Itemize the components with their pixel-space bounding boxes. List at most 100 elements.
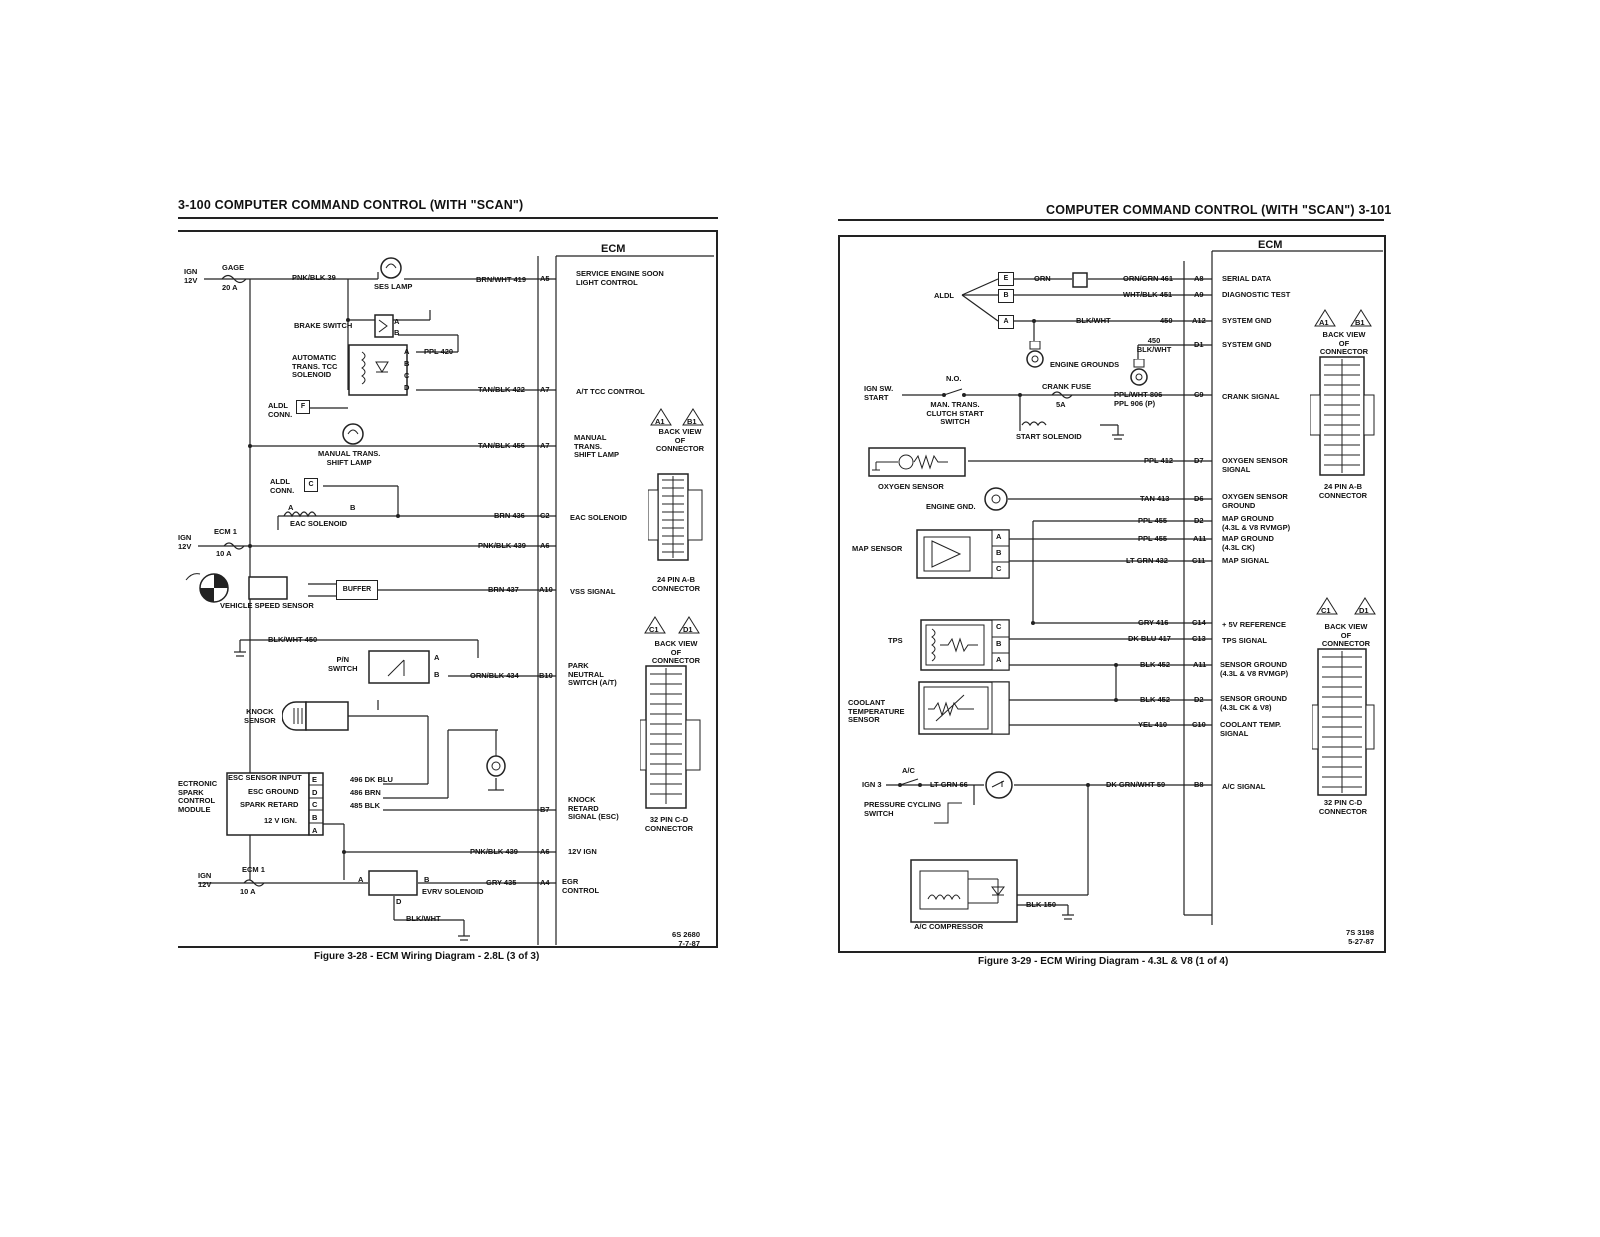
no-label: N.O. — [946, 374, 962, 383]
left-pin-a10: A10 — [539, 585, 553, 594]
evrv-d-label: D — [396, 897, 402, 906]
pressure-switch-bracket-icon — [934, 801, 964, 834]
right-signal-tps: TPS SIGNAL — [1222, 636, 1268, 645]
evrv-solenoid-label: EVRV SOLENOID — [422, 887, 484, 896]
right-cd-name: 32 PIN C-D CONNECTOR — [1318, 798, 1368, 816]
vss-label: VEHICLE SPEED SENSOR — [220, 601, 314, 610]
ac-relay-icon — [984, 771, 1016, 806]
right-caption: Figure 3-29 - ECM Wiring Diagram - 4.3L … — [978, 956, 1229, 967]
left-signal-vss: VSS SIGNAL — [570, 587, 616, 596]
right-signal-sysgnd2: SYSTEM GND — [1222, 340, 1272, 349]
connector-ab-icon — [647, 454, 708, 583]
knock-sensor-icon — [281, 698, 352, 739]
orn-terminal-icon — [1072, 272, 1088, 293]
ign3-label: IGN 3 — [862, 780, 882, 789]
map-sensor-icon — [916, 529, 1010, 586]
right-pin-a12: A12 — [1192, 316, 1206, 325]
wire-ppl-455b: PPL 455 — [1138, 534, 1168, 543]
right-pin-d6: D6 — [1194, 494, 1204, 503]
left-tri-c1: C1 — [649, 625, 659, 634]
gage-amp-label: 20 A — [222, 283, 238, 292]
pn-switch-label: P/N SWITCH — [328, 655, 358, 673]
ecm1-mid-amp: 10 A — [216, 549, 232, 558]
left-pin-a5: A5 — [540, 274, 550, 283]
aldl-conn-2-label: ALDL CONN. — [270, 477, 295, 495]
engine-ground-stud-2-icon — [1128, 358, 1150, 394]
right-cd-back-view: BACK VIEW OF CONNECTOR — [1321, 622, 1371, 648]
esc-pin-a: A — [312, 826, 318, 835]
wire-496: 496 DK BLU — [350, 775, 393, 784]
map-pin-c: C — [996, 564, 1002, 573]
wire-blk-452a: BLK 452 — [1140, 660, 1171, 669]
ac-switch-icon — [896, 777, 926, 796]
ac-compressor-label: A/C COMPRESSOR — [914, 922, 984, 931]
left-signal-park: PARK NEUTRAL SWITCH (A/T) — [568, 661, 617, 687]
wire-lt-grn-66: LT GRN 66 — [930, 780, 968, 789]
buffer-box: BUFFER — [336, 580, 378, 600]
wire-orn-blk-434: ORN/BLK 434 — [470, 671, 519, 680]
aldl-pin-a: A — [998, 315, 1014, 329]
ign-bot-label: IGN 12V — [198, 871, 212, 889]
v12-ign-label: 12 V IGN. — [264, 816, 297, 825]
right-ref-date: 5-27-87 — [1348, 937, 1374, 946]
map-pin-a: A — [996, 532, 1002, 541]
wire-486: 486 BRN — [350, 788, 381, 797]
wire-lt-grn-432: LT GRN 432 — [1126, 556, 1168, 565]
right-pin-a8: A8 — [1194, 274, 1204, 283]
wire-wht-blk-451: WHT/BLK 451 — [1123, 290, 1173, 299]
right-pin-b8: B8 — [1194, 780, 1204, 789]
aldl-conn-1-label: ALDL CONN. — [268, 401, 293, 419]
left-signal-ses: SERVICE ENGINE SOON LIGHT CONTROL — [576, 269, 664, 287]
ground-stud-icon — [484, 746, 510, 785]
esc-ground-label: ESC GROUND — [248, 787, 299, 796]
spark-retard-label: SPARK RETARD — [240, 800, 299, 809]
right-signal-sensgnd1: SENSOR GROUND (4.3L & V8 RVMGP) — [1220, 660, 1289, 678]
left-caption: Figure 3-28 - ECM Wiring Diagram - 2.8L … — [314, 951, 540, 962]
right-connector-ab-icon — [1309, 355, 1376, 484]
auto-trans-label: AUTOMATIC TRANS. TCC SOLENOID — [292, 353, 338, 379]
ign-mid-label: IGN 12V — [178, 533, 192, 551]
wire-brn-437: BRN 437 — [488, 585, 519, 594]
wire-tan-blk-456: TAN/BLK 456 — [478, 441, 525, 450]
wire-blk-wht: BLK/WHT — [406, 914, 441, 923]
left-signal-tcc: A/T TCC CONTROL — [576, 387, 645, 396]
tps-pin-b: B — [996, 639, 1002, 648]
right-ab-name: 24 PIN A-B CONNECTOR — [1318, 482, 1368, 500]
left-page: 3-100 COMPUTER COMMAND CONTROL (WITH "SC… — [178, 190, 728, 990]
right-ecm-label: ECM — [1258, 239, 1283, 251]
brake-switch-label: BRAKE SWITCH — [294, 321, 353, 330]
left-ref-code: 6S 2680 — [672, 930, 700, 939]
wire-gry-416: GRY 416 — [1138, 618, 1169, 627]
right-pin-d2b: D2 — [1194, 695, 1204, 704]
right-signal-sysgnd1: SYSTEM GND — [1222, 316, 1272, 325]
wire-pnk-blk-39: PNK/BLK 39 — [292, 273, 336, 282]
ses-lamp-icon — [378, 256, 404, 285]
vehicle-speed-sensor-icon — [184, 570, 234, 615]
eac-solenoid-label: EAC SOLENOID — [290, 519, 348, 528]
right-signal-serial: SERIAL DATA — [1222, 274, 1272, 283]
aldl-conn-1-pin: F — [296, 400, 310, 414]
tps-label: TPS — [888, 636, 903, 645]
right-diagram-frame — [838, 235, 1386, 953]
left-diagram-frame — [178, 230, 718, 948]
evrv-b-label: B — [424, 875, 430, 884]
esc-pin-c: C — [312, 800, 318, 809]
crank-fuse-amp: 5A — [1056, 400, 1066, 409]
wire-blk-452b: BLK 452 — [1140, 695, 1171, 704]
triangle-c1-icon — [644, 616, 666, 639]
left-cd-back-view: BACK VIEW OF CONNECTOR — [651, 639, 701, 665]
wire-brn-wht-419: BRN/WHT 419 — [476, 275, 527, 284]
wire-pnk-blk-439: PNK/BLK 439 — [478, 541, 526, 550]
ac-label: A/C — [902, 766, 915, 775]
esc-module-icon — [226, 772, 326, 845]
ecm1-bot-label: ECM 1 — [242, 865, 265, 874]
right-signal-o2gnd: OXYGEN SENSOR GROUND — [1222, 492, 1288, 510]
tps-icon — [920, 619, 1010, 678]
clutch-switch-icon — [940, 387, 970, 406]
left-tri-b1: B1 — [687, 417, 697, 426]
right-tri-b1: B1 — [1355, 318, 1365, 327]
left-pin-a6b: A6 — [540, 847, 550, 856]
right-ab-back-view: BACK VIEW OF CONNECTOR — [1319, 330, 1369, 356]
oxygen-sensor-icon — [868, 447, 968, 484]
wire-tan-413: TAN 413 — [1140, 494, 1170, 503]
